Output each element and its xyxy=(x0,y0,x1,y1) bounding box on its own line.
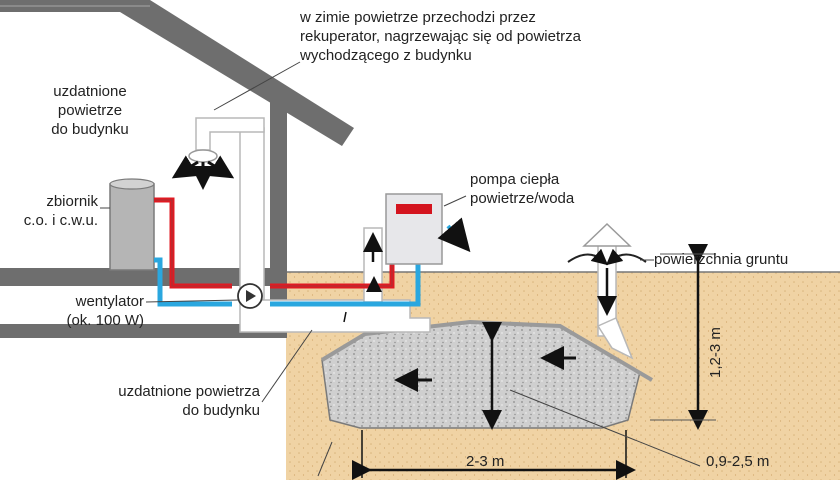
duct-flow-arrow xyxy=(343,311,347,323)
ground-floor-slab xyxy=(0,268,286,286)
leader-heat-pump xyxy=(443,195,467,207)
depth-label: 1,2-3 m xyxy=(707,327,724,378)
heat-pump-label: pompa ciepła powietrze/woda xyxy=(470,171,575,207)
leader-fan xyxy=(145,299,239,303)
width-label: 2-3 m xyxy=(466,453,505,470)
diffuser xyxy=(188,149,218,163)
leader-winter-note xyxy=(213,61,301,111)
hot-water-pipe xyxy=(154,197,395,289)
leader-bottom xyxy=(317,441,333,477)
bed-height-label: 0,9-2,5 m xyxy=(706,453,770,470)
tank-label: zbiornik c.o. i c.w.u. xyxy=(23,193,98,229)
basement-floor-slab xyxy=(0,324,286,338)
diffuser-arrow-3 xyxy=(207,155,235,179)
air-duct-top xyxy=(195,117,265,151)
treated-air-top-label: uzdatnione powietrze do budynku xyxy=(51,83,129,138)
intake-arrow-left xyxy=(567,248,609,266)
heat-pump-indicator xyxy=(396,204,432,214)
intake-arrow-right xyxy=(605,248,647,266)
fan-blade-icon xyxy=(246,290,256,302)
cold-water-pipe xyxy=(154,257,421,307)
treated-air-bottom-label: uzdatnione powietrza do budynku xyxy=(118,383,260,419)
leader-treated-air xyxy=(261,329,313,403)
tank-top xyxy=(109,178,155,190)
roof xyxy=(0,0,354,146)
winter-note-label: w zimie powietrze przechodzi przez rekup… xyxy=(300,9,581,64)
leader-bed-height xyxy=(509,389,701,467)
intake-duct-bottom xyxy=(596,316,634,360)
air-duct-horizontal xyxy=(239,299,431,333)
intake-cap xyxy=(582,222,632,247)
tank xyxy=(109,183,155,271)
hot-water-pipe-outline xyxy=(154,199,393,287)
diffuser-arrow-1 xyxy=(171,155,199,179)
ground-surface-label: powierzchnia gruntu xyxy=(654,251,789,268)
air-duct-vertical xyxy=(239,127,265,301)
bed-cover xyxy=(320,319,654,382)
fan-label: wentylator (ok. 100 W) xyxy=(66,293,144,329)
heat-pump-airflow-arrow xyxy=(437,217,471,253)
